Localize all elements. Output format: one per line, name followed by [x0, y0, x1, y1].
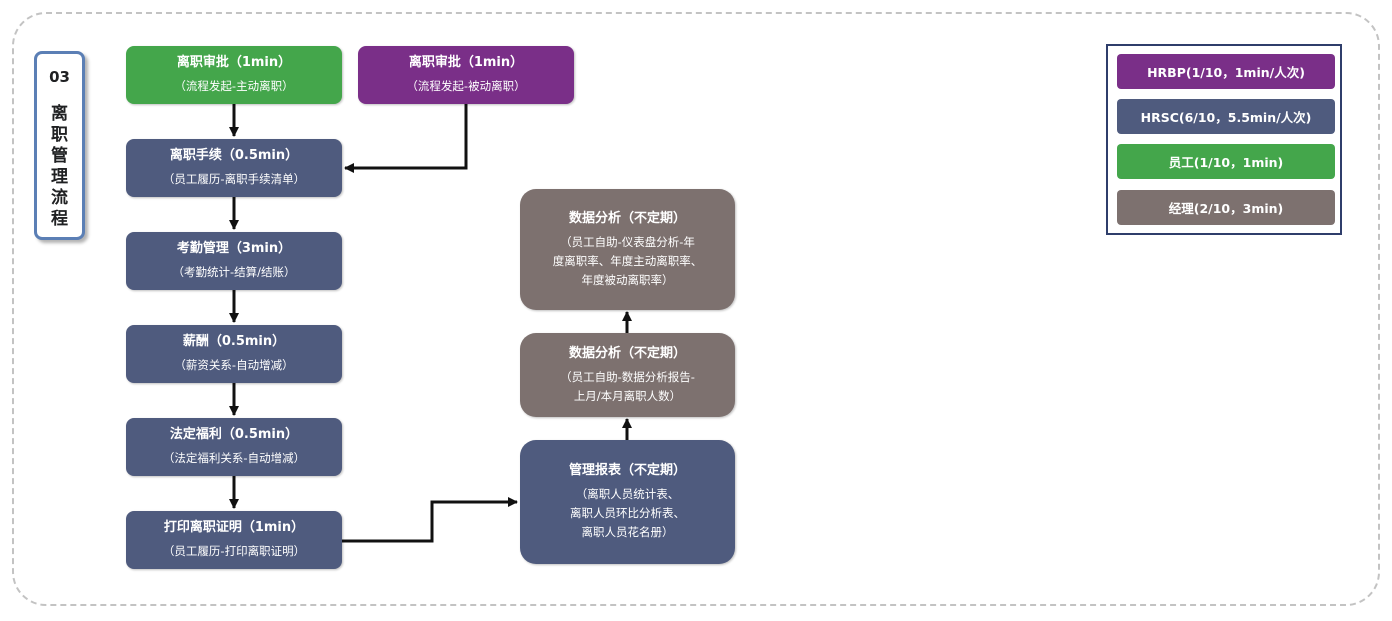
node-title: 离职审批（1min）: [176, 55, 292, 70]
node-data-analysis-report: 数据分析（不定期） （员工自助-数据分析报告- 上月/本月离职人数）: [520, 333, 735, 417]
node-lines: （员工自助-数据分析报告- 上月/本月离职人数）: [560, 368, 695, 406]
node-line: 离职人员环比分析表、: [570, 506, 685, 520]
node-line: （员工自助-数据分析报告-: [560, 369, 695, 384]
title-card-number: 03: [49, 68, 70, 86]
node-lines: （离职人员统计表、 离职人员环比分析表、 离职人员花名册）: [570, 485, 685, 542]
legend-item-hrsc: HRSC(6/10，5.5min/人次): [1117, 99, 1335, 134]
node-subtitle: （员工履历-离职手续清单）: [162, 172, 306, 186]
node-subtitle: （法定福利关系-自动增减）: [162, 451, 306, 465]
legend: HRBP(1/10，1min/人次) HRSC(6/10，5.5min/人次) …: [1106, 44, 1342, 235]
node-title: 法定福利（0.5min）: [169, 427, 299, 442]
node-resign-approval-passive: 离职审批（1min） （流程发起-被动离职）: [358, 46, 574, 104]
node-title: 数据分析（不定期）: [568, 210, 686, 226]
node-line: （离职人员统计表、: [575, 487, 680, 501]
node-management-report: 管理报表（不定期） （离职人员统计表、 离职人员环比分析表、 离职人员花名册）: [520, 440, 735, 564]
node-line: 上月/本月离职人数）: [573, 388, 682, 403]
node-title: 打印离职证明（1min）: [163, 520, 305, 535]
node-subtitle: （薪资关系-自动增减）: [174, 358, 294, 372]
node-subtitle: （流程发起-被动离职）: [406, 79, 526, 93]
node-line: 离职人员花名册）: [581, 525, 674, 539]
node-data-analysis-dashboard: 数据分析（不定期） （员工自助-仪表盘分析-年 度离职率、年度主动离职率、 年度…: [520, 189, 735, 310]
node-title: 离职审批（1min）: [408, 55, 524, 70]
node-resign-approval-initiated: 离职审批（1min） （流程发起-主动离职）: [126, 46, 342, 104]
node-line: （员工自助-仪表盘分析-年: [560, 234, 695, 249]
node-title: 薪酬（0.5min）: [182, 334, 286, 349]
node-attendance: 考勤管理（3min） （考勤统计-结算/结账）: [126, 232, 342, 290]
diagram-frame: [12, 12, 1380, 606]
node-title: 离职手续（0.5min）: [169, 148, 299, 163]
title-card-char: 流: [51, 188, 68, 208]
node-line: 年度被动离职率）: [581, 272, 674, 287]
legend-item-manager: 经理(2/10，3min): [1117, 190, 1335, 225]
node-subtitle: （流程发起-主动离职）: [174, 79, 294, 93]
title-card-char: 管: [51, 146, 68, 166]
title-card-char: 理: [51, 167, 68, 187]
node-statutory-welfare: 法定福利（0.5min） （法定福利关系-自动增减）: [126, 418, 342, 476]
title-card: 03 离职管理流程: [34, 51, 85, 240]
node-resign-procedures: 离职手续（0.5min） （员工履历-离职手续清单）: [126, 139, 342, 197]
node-print-certificate: 打印离职证明（1min） （员工履历-打印离职证明）: [126, 511, 342, 569]
title-card-char: 职: [51, 125, 68, 145]
title-card-char: 离: [51, 104, 68, 124]
node-subtitle: （员工履历-打印离职证明）: [162, 544, 306, 558]
node-lines: （员工自助-仪表盘分析-年 度离职率、年度主动离职率、 年度被动离职率）: [553, 233, 703, 290]
node-title: 数据分析（不定期）: [568, 345, 686, 361]
legend-item-hrbp: HRBP(1/10，1min/人次): [1117, 54, 1335, 89]
title-card-text: 离职管理流程: [37, 104, 82, 230]
title-card-char: 程: [51, 209, 68, 229]
node-title: 管理报表（不定期）: [568, 463, 686, 478]
node-salary: 薪酬（0.5min） （薪资关系-自动增减）: [126, 325, 342, 383]
node-title: 考勤管理（3min）: [176, 241, 292, 256]
legend-item-employee: 员工(1/10，1min): [1117, 144, 1335, 179]
node-line: 度离职率、年度主动离职率、: [552, 253, 703, 268]
node-subtitle: （考勤统计-结算/结账）: [172, 265, 296, 279]
